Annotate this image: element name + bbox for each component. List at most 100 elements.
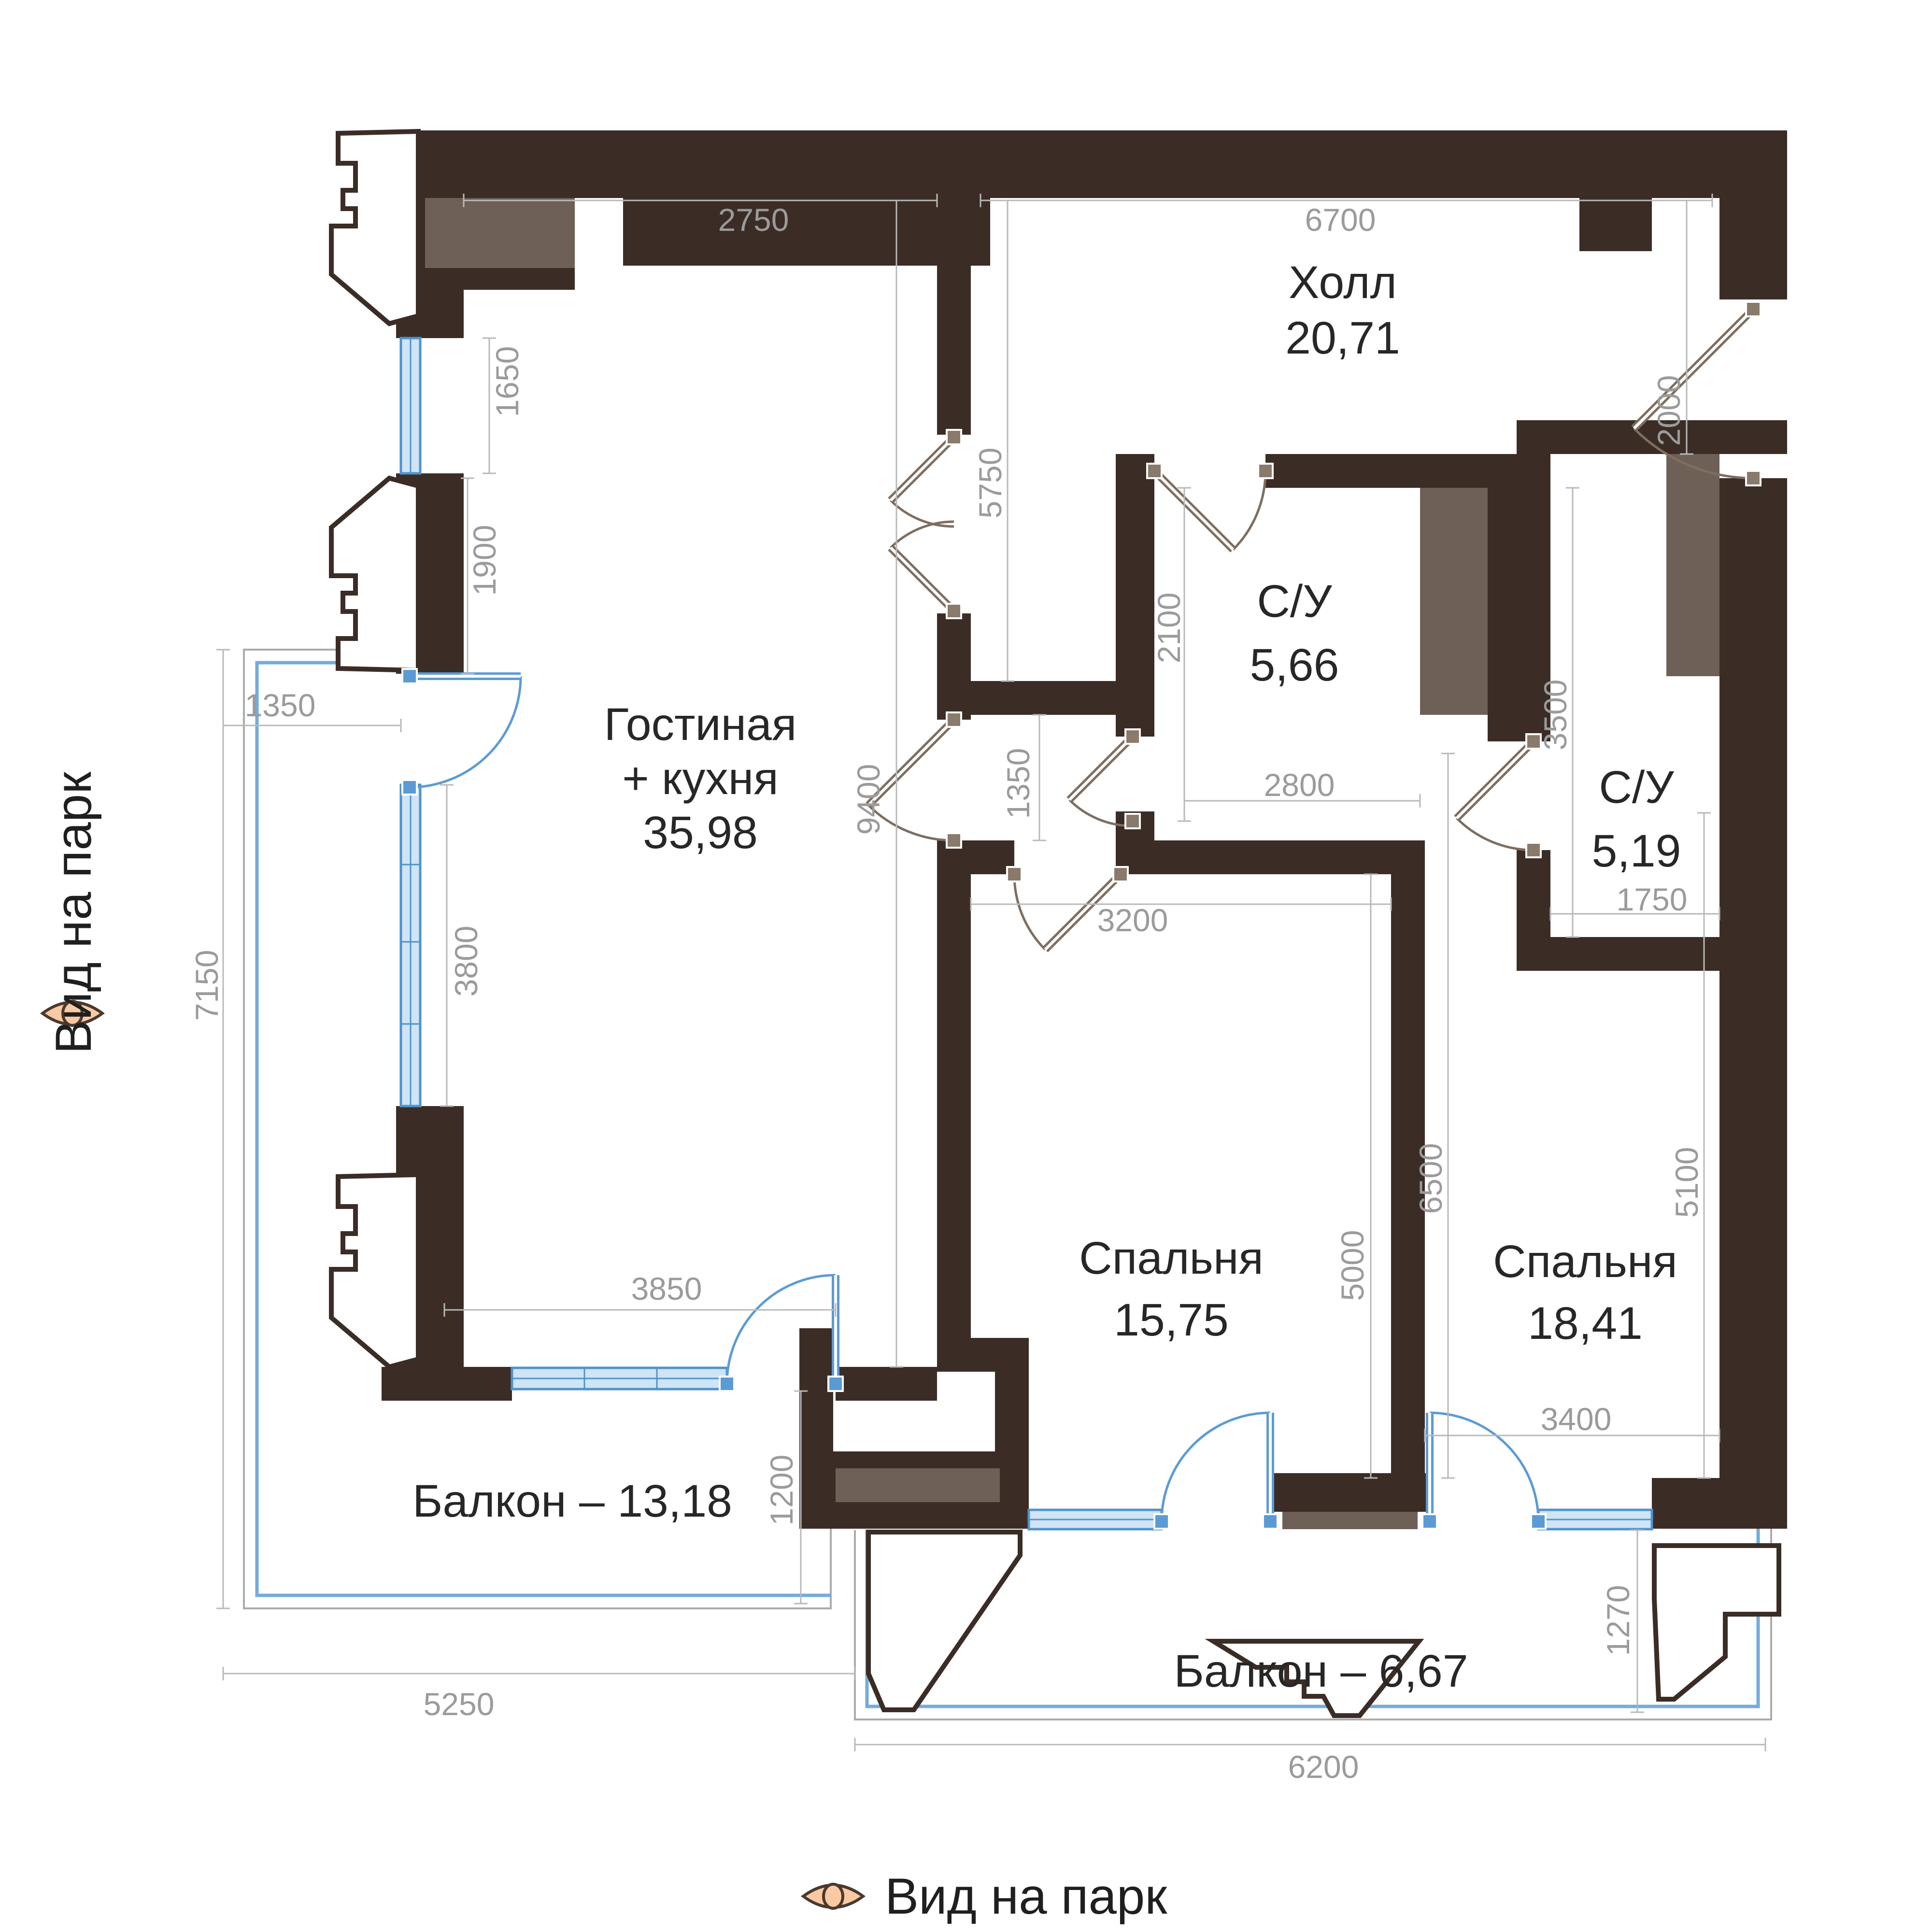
bay-ornament (1205, 1639, 1424, 1718)
bay-ornament (329, 1172, 421, 1370)
room-label-bath-1: С/У 5,66 (1250, 576, 1339, 691)
dimension-label: 7150 (189, 950, 225, 1021)
door-arc (867, 804, 954, 842)
room-text: С/У (1257, 576, 1332, 627)
dimension-label: 5750 (972, 448, 1008, 519)
dimension: 1270 (1600, 1529, 1644, 1713)
dimension-label: 1200 (764, 1455, 799, 1526)
dimension-label: 9400 (851, 764, 886, 835)
balcony-door-arc (725, 1274, 836, 1384)
dimension: 1750 (1549, 881, 1720, 921)
dimension-label: 5250 (424, 1686, 495, 1722)
room-text: Спальня (1079, 1233, 1264, 1284)
wall-segment (937, 681, 1116, 715)
room-text: 15,75 (1114, 1294, 1229, 1346)
wall-segment (382, 1367, 512, 1401)
shaft-box (425, 198, 575, 268)
room-text: Спальня (1493, 1236, 1677, 1287)
facade-decorations (329, 128, 1781, 1718)
dimension-label: 2800 (1264, 767, 1335, 803)
bay-ornament (329, 475, 421, 673)
dimension: 5250 (222, 1667, 856, 1722)
dimension-label: 3850 (631, 1271, 702, 1307)
dimension: 2100 (1151, 487, 1191, 822)
shaft-box (1282, 1512, 1418, 1529)
dimension: 1650 (483, 337, 525, 474)
dimension: 6200 (854, 1738, 1766, 1785)
dimension-label: 2100 (1151, 593, 1187, 664)
shaft-edge (425, 268, 575, 290)
room-text: Балкон – 13,18 (412, 1476, 732, 1527)
dimension-label: 1650 (489, 346, 525, 417)
dimension-label: 2000 (1651, 375, 1687, 446)
shafts (425, 198, 1719, 1529)
room-text: Гостиная (604, 699, 797, 750)
view-park-bottom: Вид на парк (800, 1868, 1167, 1925)
room-text: Балкон – 6,67 (1174, 1646, 1468, 1697)
dimension-label: 5100 (1669, 1147, 1705, 1218)
wall-segment (1270, 1473, 1430, 1512)
bottom-balcony-outline (854, 1529, 1772, 1720)
wall-segment (836, 1367, 937, 1401)
dimension: 3800 (440, 784, 484, 1107)
room-label-bath-2: С/У 5,19 (1592, 762, 1681, 877)
dimension-label: 3800 (448, 926, 484, 997)
shaft-box (1666, 454, 1719, 676)
dimension-label: 5000 (1335, 1230, 1370, 1301)
dimension: 3400 (1424, 1401, 1720, 1442)
wall-segment (937, 874, 971, 1338)
wall-segment (1517, 420, 1787, 454)
wall-segment (1265, 454, 1517, 488)
dimension-label: 1350 (1000, 748, 1036, 819)
wall-segment (623, 130, 990, 266)
dimension: 5000 (1335, 873, 1378, 1479)
doors-interior (866, 301, 1762, 952)
dimension-label: 6200 (1288, 1749, 1359, 1785)
wall-segment (1719, 478, 1787, 1529)
wall-segment (1719, 130, 1787, 299)
wall-segment (1517, 454, 1550, 741)
balcony-door-arc (1160, 1411, 1271, 1522)
room-text: 5,66 (1250, 639, 1339, 691)
dimension: 2750 (463, 194, 938, 238)
dimension: 7150 (189, 649, 230, 1609)
balcony-door-arc (1429, 1411, 1540, 1522)
wall-segment (1517, 937, 1739, 971)
walls (382, 130, 1787, 1529)
wall-segment (937, 198, 971, 435)
room-text: С/У (1599, 762, 1674, 813)
door-arc (1633, 427, 1754, 480)
wall-segment (1116, 454, 1154, 737)
dimension-label: 3400 (1541, 1401, 1612, 1437)
dimension-label: 6700 (1305, 202, 1376, 238)
dimension-label: 1350 (245, 687, 316, 723)
dimension: 3850 (443, 1271, 837, 1317)
room-label-bedroom-1: Спальня 15,75 (1079, 1233, 1264, 1346)
dimension-label: 3200 (1097, 902, 1168, 938)
dimension: 3200 (970, 897, 1392, 938)
wall-segment (1391, 840, 1425, 1478)
dimension: 1200 (764, 1390, 808, 1605)
dimension: 1350 (1000, 714, 1046, 841)
view-park-left-label: Вид на парк (45, 771, 102, 1054)
wall-segment (937, 1338, 1029, 1372)
wall-segment (990, 130, 1579, 198)
door-arc (1232, 470, 1267, 551)
room-text: 35,98 (643, 807, 758, 858)
windows (399, 337, 1653, 1531)
doors-balcony (401, 668, 1547, 1530)
wall-segment (1121, 840, 1425, 874)
left-balcony-outline (243, 649, 832, 1609)
dimension: 5750 (972, 199, 1014, 682)
room-text: 20,71 (1285, 313, 1400, 364)
room-text: 18,41 (1528, 1298, 1643, 1349)
dimension: 9400 (851, 199, 903, 1368)
room-text: 5,19 (1592, 825, 1681, 877)
dimension: 2800 (1183, 767, 1421, 808)
dimension: 1900 (461, 477, 502, 675)
room-label-bedroom-2: Спальня 18,41 (1493, 1236, 1677, 1349)
